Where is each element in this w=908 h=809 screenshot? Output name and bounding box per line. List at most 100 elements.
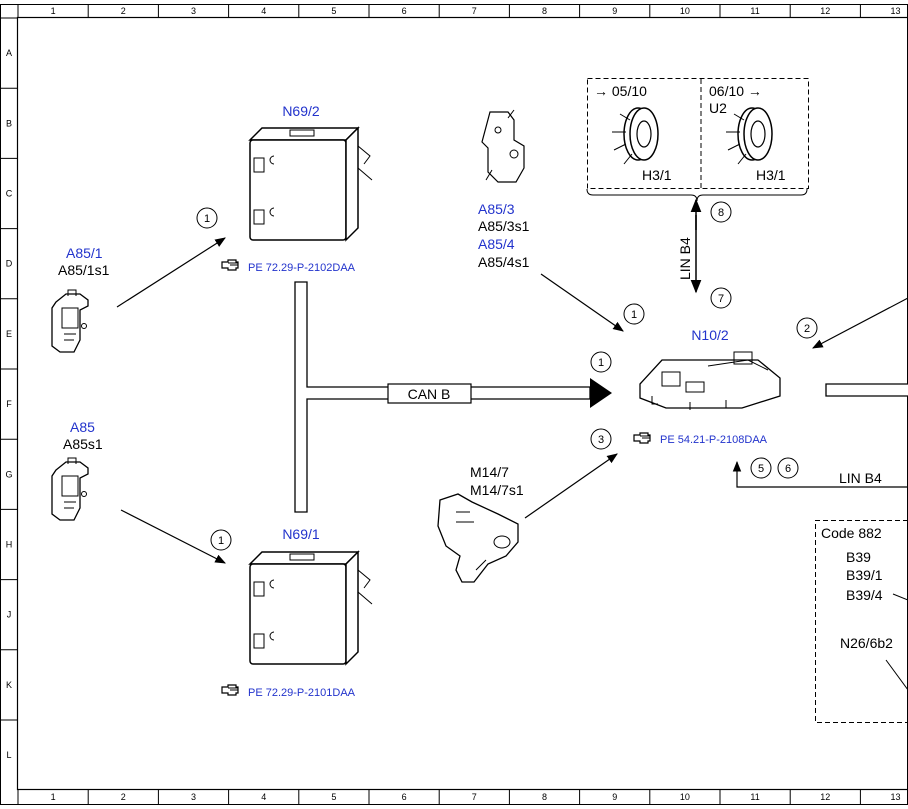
h3-1-right-note-u2: U2 — [709, 100, 727, 116]
column-number: 10 — [680, 792, 690, 802]
arrow-a85-to-n69-1 — [120, 509, 226, 564]
column-number: 2 — [121, 6, 126, 16]
h3-1-left-note: → 05/10 — [594, 83, 647, 99]
a85-3-lock-icon — [481, 109, 525, 183]
n10-2-label: N10/2 — [691, 327, 729, 343]
bus-right-stub — [825, 383, 908, 397]
code-882-item-b39: B39 — [846, 549, 871, 565]
column-number: 9 — [612, 6, 617, 16]
m14-7-actuator-icon — [437, 493, 519, 583]
svg-text:1: 1 — [204, 213, 210, 225]
column-number: 8 — [542, 792, 547, 802]
code-882-box — [815, 520, 908, 723]
row-letter: F — [6, 399, 12, 409]
a85-1-label: A85/1 — [66, 245, 103, 261]
column-number: 3 — [191, 792, 196, 802]
svg-text:2: 2 — [804, 323, 810, 335]
column-number: 8 — [542, 6, 547, 16]
h3-1-group-box — [587, 78, 809, 189]
n69-2-label: N69/2 — [282, 103, 320, 119]
h3-1-brace — [586, 188, 808, 202]
a85-label: A85 — [70, 419, 95, 435]
column-number: 3 — [191, 6, 196, 16]
row-letter: A — [6, 48, 12, 58]
arrow-right-to-n10-2 — [812, 297, 908, 349]
a85s1-label: A85s1 — [63, 436, 103, 452]
arrow-a85-1-to-n69-2 — [116, 237, 226, 308]
a85-4s1-label: A85/4s1 — [478, 254, 530, 270]
a85-actuator-icon — [51, 457, 89, 521]
row-letter: E — [6, 329, 12, 339]
n69-1-control-unit — [249, 551, 373, 665]
column-number: 2 — [121, 792, 126, 802]
row-letter: L — [6, 750, 11, 760]
row-letter: C — [6, 189, 13, 199]
circle-3 — [590, 428, 612, 450]
circle-8 — [710, 201, 732, 223]
arrow-a85-3-to-n10-2 — [540, 273, 624, 332]
svg-text:1: 1 — [218, 535, 224, 547]
ref-n69-2-pointing-hand-icon — [221, 259, 239, 271]
h3-1-right-note: 06/10 → — [709, 83, 762, 99]
lin-b4-horizontal-label: LIN B4 — [839, 470, 882, 486]
n26-6b2-label: N26/6b2 — [840, 635, 893, 651]
column-number: 13 — [890, 6, 900, 16]
row-letter: B — [6, 118, 12, 128]
h3-1-right-label: H3/1 — [756, 167, 786, 183]
column-number: 7 — [472, 792, 477, 802]
svg-text:8: 8 — [718, 207, 724, 219]
a85-3-label: A85/3 — [478, 201, 515, 217]
n10-2-module-icon — [639, 351, 781, 410]
code-882-item-b39-4: B39/4 — [846, 587, 883, 603]
n69-1-ref[interactable]: PE 72.29-P-2101DAA — [248, 687, 356, 699]
column-number: 12 — [820, 6, 830, 16]
h3-1-left-speaker-icon — [611, 107, 659, 165]
row-letter: D — [6, 259, 13, 269]
m14-7-label: M14/7 — [470, 464, 509, 480]
drawing-frame — [16, 16, 908, 791]
column-number: 9 — [612, 792, 617, 802]
column-number: 1 — [51, 792, 56, 802]
row-letter: K — [6, 680, 12, 690]
circle-6 — [777, 457, 799, 479]
can-b-label-box — [387, 383, 472, 404]
a85-4-label: A85/4 — [478, 236, 515, 252]
column-number: 6 — [402, 6, 407, 16]
h3-1-left-label: H3/1 — [642, 167, 672, 183]
can-b-arrowhead — [590, 378, 612, 408]
column-number: 11 — [750, 6, 759, 16]
code-882-item-b39-1: B39/1 — [846, 567, 883, 583]
svg-text:3: 3 — [598, 434, 604, 446]
n69-1-label: N69/1 — [282, 526, 320, 542]
circle-1-bottom — [210, 529, 232, 551]
a85-1-actuator-icon — [51, 289, 89, 353]
column-number: 13 — [890, 792, 900, 802]
column-number: 4 — [261, 6, 266, 16]
row-letter: H — [6, 540, 13, 550]
column-number: 7 — [472, 6, 477, 16]
arrow-m14-7-to-n10-2 — [524, 453, 618, 519]
row-letter: J — [7, 610, 12, 620]
ref-n69-1-pointing-hand-icon — [221, 684, 239, 696]
column-number: 12 — [820, 792, 830, 802]
circle-1-top — [196, 207, 218, 229]
code-882-title: Code 882 — [821, 525, 882, 541]
svg-text:7: 7 — [718, 293, 724, 305]
a85-3s1-label: A85/3s1 — [478, 218, 530, 234]
svg-text:5: 5 — [758, 463, 764, 475]
n10-2-ref[interactable]: PE 54.21-P-2108DAA — [660, 434, 768, 446]
column-number: 1 — [51, 6, 56, 16]
column-number: 4 — [261, 792, 266, 802]
circle-1-canb — [590, 351, 612, 373]
n69-2-control-unit — [249, 127, 373, 241]
column-number: 6 — [402, 792, 407, 802]
lin-b4-vertical-label: LIN B4 — [677, 237, 693, 280]
circle-1-a85-3 — [623, 303, 645, 325]
a85-1s1-label: A85/1s1 — [58, 262, 110, 278]
circle-7 — [710, 287, 732, 309]
n69-2-ref[interactable]: PE 72.29-P-2102DAA — [248, 262, 356, 274]
